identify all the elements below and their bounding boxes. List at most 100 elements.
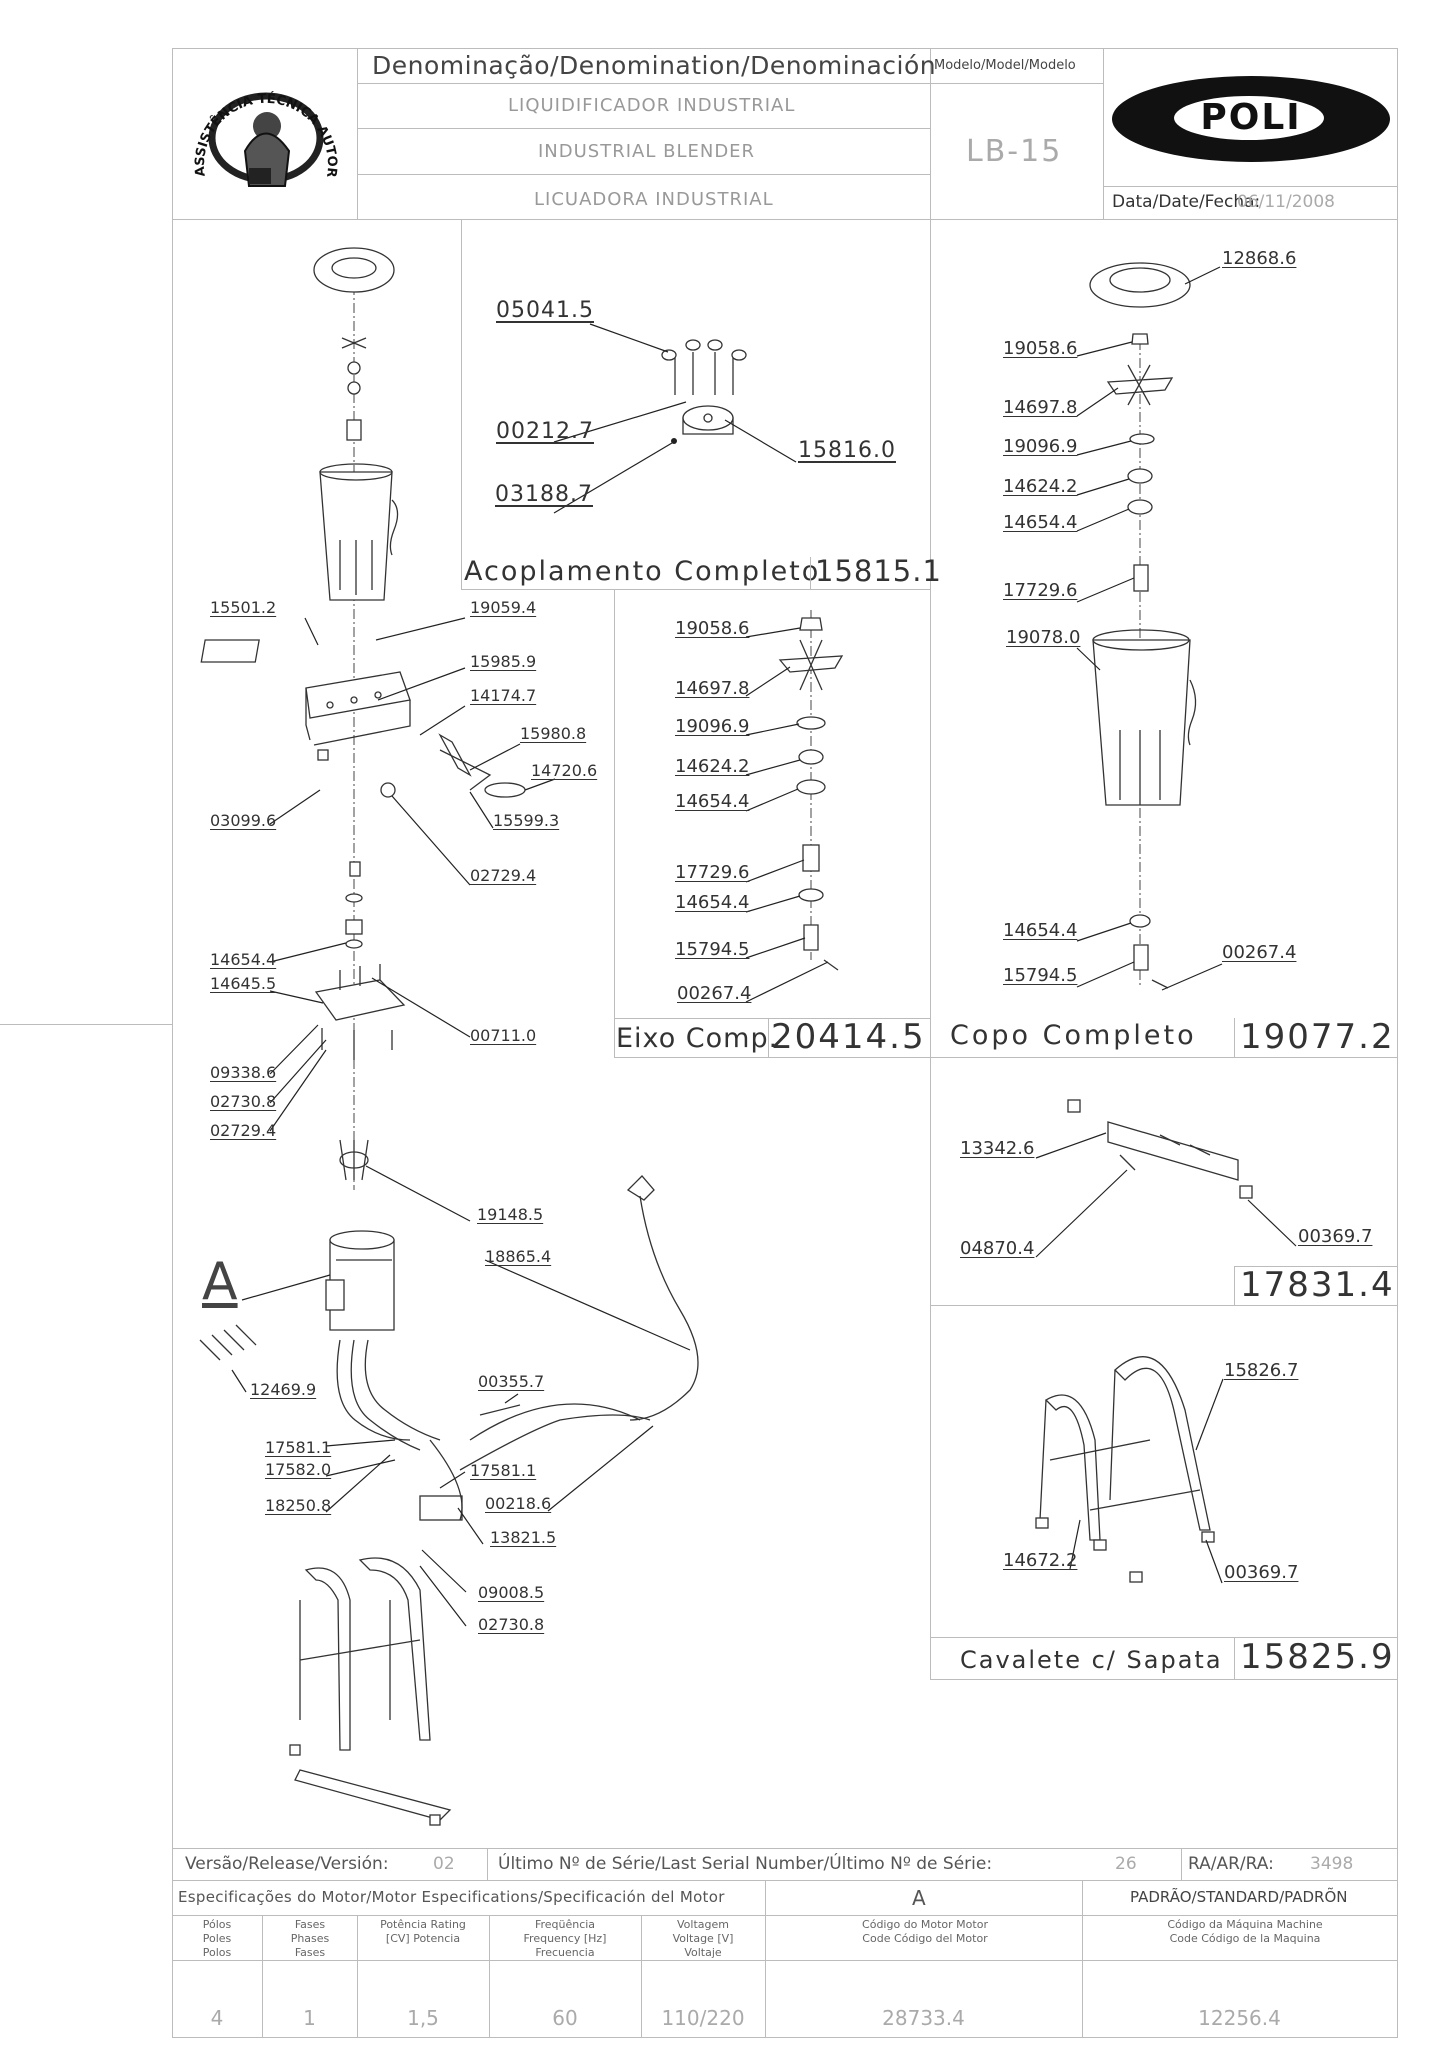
footer-top bbox=[172, 1848, 1397, 1849]
footer-v3 bbox=[765, 1880, 766, 2037]
label-02729-4-lower: 02729.4 bbox=[210, 1121, 277, 1140]
label-shaft-19096-9: 19096.9 bbox=[675, 716, 750, 737]
footer-c3 bbox=[489, 1915, 490, 2037]
shaft-code: 20414.5 bbox=[771, 1017, 926, 1057]
value-rating: 1,5 bbox=[407, 2006, 439, 2030]
shaft-code-divider bbox=[768, 1018, 769, 1057]
label-cup-19078-0: 19078.0 bbox=[1006, 627, 1081, 648]
label-09008-5: 09008.5 bbox=[478, 1583, 545, 1602]
shaft-bottom bbox=[614, 1057, 1397, 1058]
footer-c1 bbox=[262, 1915, 263, 2037]
label-cup-14654-4-upper: 14654.4 bbox=[1003, 512, 1078, 533]
label-stand-00369-7: 00369.7 bbox=[1224, 1562, 1299, 1583]
description-es: LICUADORA INDUSTRIAL bbox=[534, 189, 774, 210]
label-03188-7: 03188.7 bbox=[495, 482, 593, 507]
header-bottom bbox=[172, 219, 1397, 220]
label-12469-9: 12469.9 bbox=[250, 1380, 317, 1399]
label-cup-14624-2: 14624.2 bbox=[1003, 476, 1078, 497]
denomination-title: Denominação/Denomination/Denominación bbox=[372, 51, 937, 80]
cup-title: Copo Completo bbox=[950, 1020, 1197, 1051]
brand-name: POLI bbox=[1200, 97, 1302, 138]
model-divider-right bbox=[1103, 48, 1104, 219]
label-shaft-00267-4: 00267.4 bbox=[677, 983, 752, 1004]
label-shaft-17729-6: 17729.6 bbox=[675, 862, 750, 883]
label-14720-6: 14720.6 bbox=[531, 761, 598, 780]
footer-row2 bbox=[172, 1915, 1397, 1916]
coupling-drawing bbox=[661, 339, 747, 444]
label-00212-7: 00212.7 bbox=[496, 419, 594, 444]
cup-drawing bbox=[1089, 262, 1197, 989]
base-code: 17831.4 bbox=[1240, 1265, 1395, 1305]
label-15599-3: 15599.3 bbox=[493, 811, 560, 830]
label-14654-4: 14654.4 bbox=[210, 950, 277, 969]
label-04870-4: 04870.4 bbox=[960, 1238, 1035, 1259]
header-row2 bbox=[357, 128, 930, 129]
label-shaft-14654-4-lower: 14654.4 bbox=[675, 892, 750, 913]
shaft-title-top bbox=[614, 1018, 930, 1019]
footer-v4 bbox=[1082, 1880, 1083, 2037]
motor-ref: A bbox=[912, 1886, 926, 1910]
label-14672-2: 14672.2 bbox=[1003, 1550, 1078, 1571]
col-frequency: Freqüência Frequency [Hz] Frecuencia bbox=[523, 1918, 607, 1959]
label-09338-6: 09338.6 bbox=[210, 1063, 277, 1082]
label-15816-0: 15816.0 bbox=[798, 438, 896, 463]
label-15985-9: 15985.9 bbox=[470, 652, 537, 671]
label-cup-12868-6: 12868.6 bbox=[1222, 248, 1297, 269]
serial-value: 26 bbox=[1115, 1854, 1137, 1874]
label-13821-5: 13821.5 bbox=[490, 1528, 557, 1547]
stand-code: 15825.9 bbox=[1240, 1637, 1395, 1677]
ra-label: RA/AR/RA: bbox=[1188, 1854, 1274, 1874]
label-15980-8: 15980.8 bbox=[520, 724, 587, 743]
coupling-code: 15815.1 bbox=[815, 554, 942, 588]
label-cup-00267-4: 00267.4 bbox=[1222, 942, 1297, 963]
model-divider-left bbox=[930, 48, 931, 219]
label-00218-6: 00218.6 bbox=[485, 1494, 552, 1513]
label-17581-1-left: 17581.1 bbox=[265, 1438, 332, 1457]
stand-bottom bbox=[930, 1679, 1397, 1680]
value-frequency: 60 bbox=[552, 2006, 578, 2030]
main-assembly bbox=[199, 247, 699, 1826]
standard-label: PADRÃO/STANDARD/PADRÕN bbox=[1130, 1888, 1348, 1906]
label-shaft-15794-5: 15794.5 bbox=[675, 939, 750, 960]
value-voltage: 110/220 bbox=[661, 2006, 745, 2030]
frame-top bbox=[172, 48, 1397, 49]
footer-row3 bbox=[172, 1960, 1397, 1961]
date-label: Data/Date/Fecha: bbox=[1112, 192, 1261, 212]
label-00711-0: 00711.0 bbox=[470, 1026, 537, 1045]
label-02730-8-upper: 02730.8 bbox=[210, 1092, 277, 1111]
base-bottom bbox=[930, 1305, 1397, 1306]
frame-bottom bbox=[172, 2037, 1398, 2038]
header-row3 bbox=[357, 174, 930, 175]
version-value: 02 bbox=[433, 1854, 455, 1874]
description-en: INDUSTRIAL BLENDER bbox=[538, 141, 756, 162]
stand-code-divider bbox=[1234, 1637, 1235, 1679]
label-00355-7: 00355.7 bbox=[478, 1372, 545, 1391]
authorized-seal-logo: ASSISTÊNCIA TÉCNICA AUTORIZADA bbox=[185, 56, 339, 187]
col-phases: Fases Phases Fases bbox=[290, 1918, 330, 1959]
label-14174-7: 14174.7 bbox=[470, 686, 537, 705]
label-02729-4-upper: 02729.4 bbox=[470, 866, 537, 885]
leader-lines bbox=[231, 266, 1297, 1627]
label-19059-4: 19059.4 bbox=[470, 598, 537, 617]
col-rating: Potência Rating [CV] Potencia bbox=[380, 1918, 466, 1945]
serial-label: Último Nº de Série/Last Serial Number/Úl… bbox=[498, 1854, 993, 1874]
label-05041-5: 05041.5 bbox=[496, 298, 594, 323]
base-code-left bbox=[1234, 1266, 1235, 1305]
cup-code-divider bbox=[1234, 1018, 1235, 1057]
description-pt: LIQUIDIFICADOR INDUSTRIAL bbox=[508, 95, 796, 116]
poli-logo: POLI bbox=[1112, 76, 1390, 162]
col-voltage: Voltagem Voltage [V] Voltaje bbox=[672, 1918, 734, 1959]
stand-top bbox=[930, 1637, 1397, 1638]
coupling-title: Acoplamento Completo bbox=[464, 556, 821, 587]
frame-right bbox=[1397, 48, 1398, 2038]
label-motor-ref: A bbox=[202, 1252, 238, 1312]
outer-fold-mark bbox=[0, 1024, 172, 1025]
label-cup-17729-6: 17729.6 bbox=[1003, 580, 1078, 601]
label-17581-1-right: 17581.1 bbox=[470, 1461, 537, 1480]
coupling-code-divider bbox=[810, 557, 811, 589]
label-15826-7: 15826.7 bbox=[1224, 1360, 1299, 1381]
col-motor-code: Código do Motor Motor Code Código del Mo… bbox=[862, 1918, 988, 1945]
shaft-title: Eixo Comp. bbox=[616, 1023, 779, 1054]
frame-left bbox=[172, 48, 173, 2038]
shaft-drawing bbox=[778, 610, 844, 971]
